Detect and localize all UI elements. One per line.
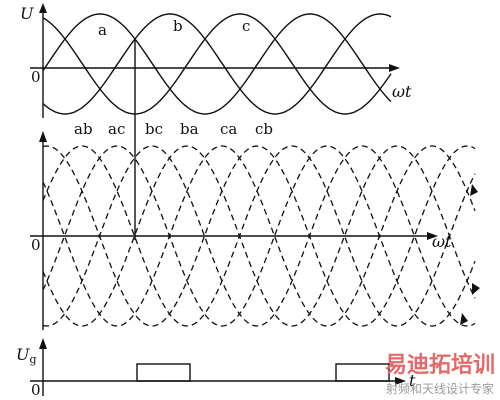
middle-x-axis-arrow (427, 232, 438, 240)
bottom-y-axis-label: Ug (16, 345, 37, 366)
watermark-subtitle: 射频和天线设计专家 (386, 381, 494, 396)
curve-end-arrow-3 (460, 313, 468, 325)
phase-b-curve (42, 13, 392, 115)
line-voltage-curve (42, 145, 476, 327)
phase-voltage-panel: U 0 ωt a b c (20, 3, 412, 118)
curve-end-arrow-2 (472, 283, 480, 295)
line-voltage-label-ac: ac (108, 120, 125, 138)
line-voltage-curve (42, 145, 476, 327)
phase-c-label: c (242, 17, 250, 35)
curve-end-arrow-1 (470, 184, 478, 196)
watermark: 易迪拓培训 射频和天线设计专家 (385, 352, 495, 396)
line-voltage-curve (42, 145, 476, 327)
phase-c-curve (42, 13, 392, 115)
top-x-axis-label: ωt (392, 82, 412, 101)
watermark-title: 易迪拓培训 (385, 352, 495, 378)
line-voltage-curve (42, 145, 476, 327)
middle-x-axis-label: ωt (432, 232, 452, 251)
line-voltage-curves (42, 145, 476, 327)
top-y-axis-arrow (39, 3, 47, 13)
line-voltage-label-cb: cb (255, 120, 273, 138)
line-voltage-curve (42, 145, 476, 327)
phase-a-label: a (98, 21, 107, 39)
line-voltage-label-ca: ca (220, 120, 237, 138)
gate-pulse-1 (136, 363, 191, 382)
bottom-y-axis-arrow (39, 338, 47, 349)
top-origin-label: 0 (31, 68, 41, 86)
bottom-x-axis-label: t (409, 371, 416, 390)
top-x-axis-arrow (389, 64, 400, 72)
gate-pulse-2 (335, 363, 390, 382)
line-voltage-curve (42, 145, 476, 327)
top-y-axis-label: U (20, 4, 34, 23)
middle-origin-label: 0 (31, 236, 41, 254)
gate-signal-panel: Ug 0 t (16, 338, 416, 399)
line-voltage-label-bc: bc (145, 120, 163, 138)
line-voltage-label-ab: ab (74, 120, 93, 138)
line-voltage-panel: 0 ωt ab ac bc ba ca cb (30, 120, 480, 330)
bottom-x-axis-arrow (395, 377, 406, 385)
middle-y-axis-arrow (39, 131, 47, 142)
line-voltage-label-ba: ba (180, 120, 199, 138)
bottom-origin-label: 0 (31, 381, 41, 399)
phase-b-label: b (173, 17, 183, 35)
phase-a-curve (42, 13, 392, 115)
